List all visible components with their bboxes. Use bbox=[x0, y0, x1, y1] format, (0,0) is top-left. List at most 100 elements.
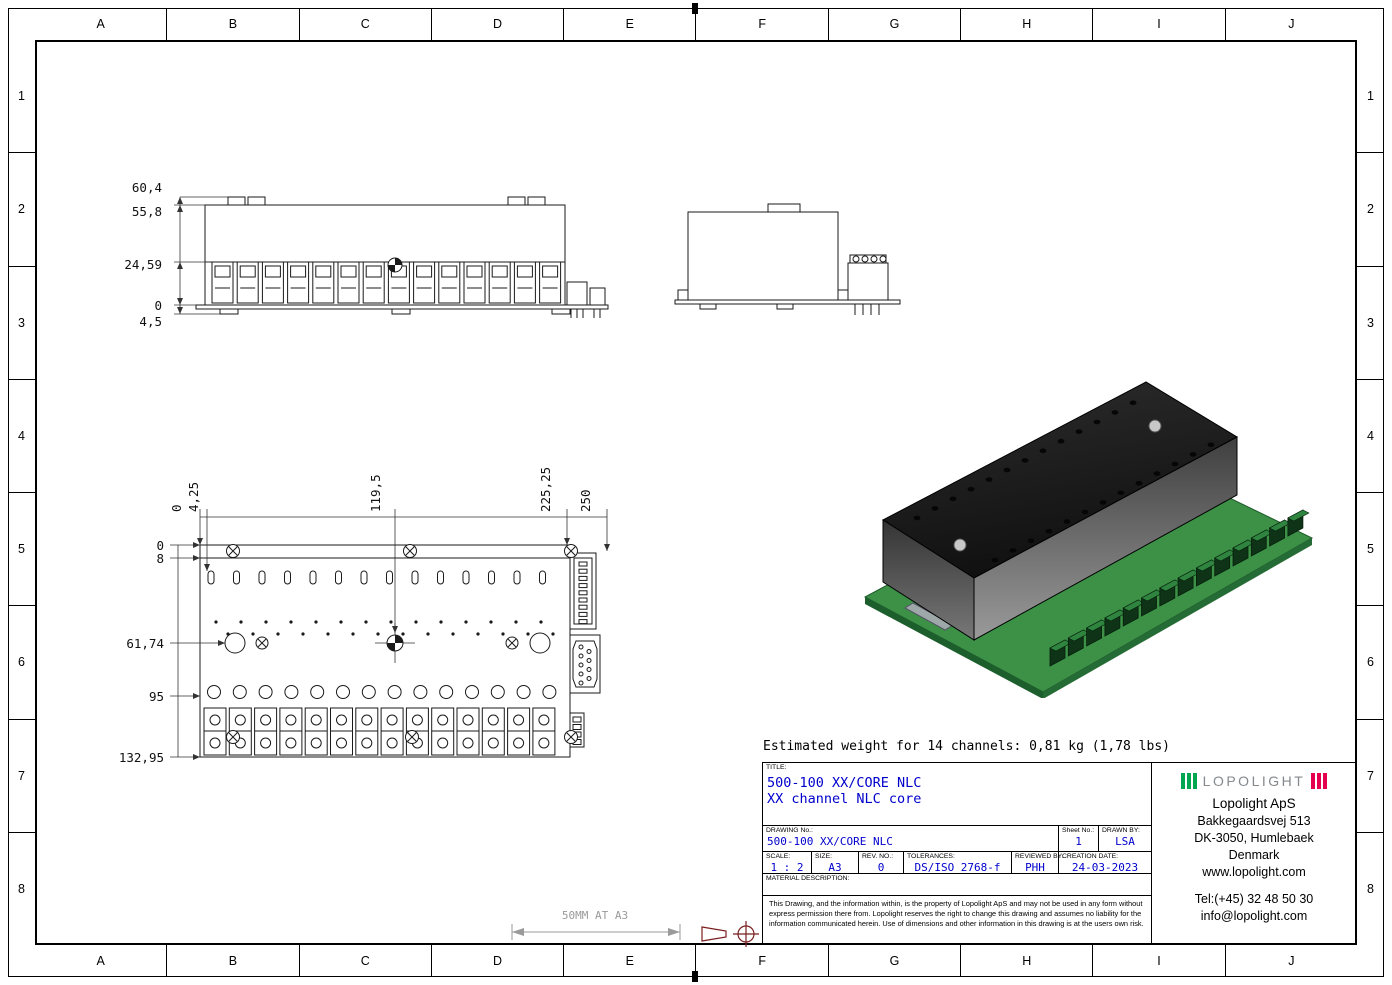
housing-vent-holes bbox=[913, 400, 1215, 563]
top-dimension-arrows bbox=[193, 538, 610, 760]
tolerances-label: TOLERANCES: bbox=[907, 853, 955, 860]
top-screws bbox=[226, 544, 578, 744]
top-dsub-pins bbox=[578, 644, 592, 686]
scale-reference-drawing bbox=[511, 921, 759, 947]
col-label-bottom-G: G bbox=[827, 945, 960, 977]
col-label-bottom-J: J bbox=[1224, 945, 1357, 977]
side-dim-label-3: 0 bbox=[154, 298, 162, 313]
company-panel: LOPOLIGHT Lopolight ApS Bakkegaardsvej 5… bbox=[1151, 763, 1356, 944]
size-label: SIZE: bbox=[815, 853, 832, 860]
top-left-dim-label-0: 0 bbox=[156, 538, 164, 553]
top-left-dim-label-1: 8 bbox=[156, 551, 164, 566]
side-dim-label-1: 55,8 bbox=[131, 204, 162, 219]
creation-date-cell: CREATION DATE: 24-03-2023 bbox=[1058, 852, 1151, 874]
row-label-right-5: 5 bbox=[1357, 492, 1384, 605]
col-label-top-F: F bbox=[695, 8, 827, 40]
col-label-top-B: B bbox=[166, 8, 298, 40]
scale-bar bbox=[511, 924, 681, 940]
top-dim-label-3: 225,25 bbox=[538, 466, 553, 512]
drawing-number-cell: DRAWING No.: 500-100 XX/CORE NLC bbox=[763, 826, 1058, 851]
rev-cell: REV. NO.: 0 bbox=[858, 852, 903, 874]
sheet-number-label: Sheet No.: bbox=[1062, 827, 1095, 834]
top-dim-label-0: 0 bbox=[169, 504, 184, 512]
top-dot-grid bbox=[214, 620, 555, 636]
col-label-top-E: E bbox=[563, 8, 695, 40]
side-terminal-blocks bbox=[211, 261, 562, 304]
col-label-bottom-A: A bbox=[96, 954, 105, 968]
company-email: info@lopolight.com bbox=[1200, 908, 1308, 923]
tolerances-cell: TOLERANCES: DS/ISO 2768-f bbox=[903, 852, 1011, 874]
rev-label: REV. NO.: bbox=[862, 853, 894, 860]
col-label-top-J: J bbox=[1224, 8, 1357, 40]
reviewed-by-label: REVIEWED BY: bbox=[1015, 853, 1064, 860]
drawn-by-label: DRAWN BY: bbox=[1102, 827, 1140, 834]
scale-bar-arrow-right bbox=[668, 928, 680, 936]
side-dim-label-0: 60,4 bbox=[131, 180, 162, 195]
col-label-bottom-H: H bbox=[960, 945, 1092, 977]
material-row: MATERIAL DESCRIPTION: bbox=[763, 873, 1151, 895]
col-label-top-I: I bbox=[1092, 8, 1224, 40]
centering-mark-top bbox=[692, 3, 698, 14]
scale-reference-text: 50MM AT A3 bbox=[561, 909, 629, 922]
side-view-drawing bbox=[174, 196, 609, 318]
drawn-by-value: LSA bbox=[1115, 835, 1135, 848]
tolerances-value: DS/ISO 2768-f bbox=[914, 861, 1001, 874]
side-dimension-lines bbox=[174, 196, 228, 315]
col-label-bottom-E: E bbox=[563, 945, 695, 977]
weight-note: Estimated weight for 14 channels: 0,81 k… bbox=[763, 739, 1170, 754]
drawing-number-label: DRAWING No.: bbox=[766, 827, 813, 834]
top-dim-label-2: 119,5 bbox=[368, 474, 383, 512]
top-left-dim-label-3: 95 bbox=[148, 689, 164, 704]
core-housing bbox=[882, 381, 1239, 641]
row-label-right-3: 3 bbox=[1357, 265, 1384, 379]
row-label-left-6: 6 bbox=[8, 605, 35, 718]
scale-bar-arrow-left bbox=[512, 928, 524, 936]
sheet-number-cell: Sheet No.: 1 bbox=[1058, 826, 1098, 851]
top-header-pins bbox=[578, 561, 588, 625]
top-large-hole-left bbox=[224, 632, 246, 654]
col-label-bottom-D: D bbox=[430, 945, 563, 977]
sheet-number-value: 1 bbox=[1075, 835, 1082, 848]
housing-screw-left bbox=[953, 538, 967, 552]
creation-date-label: CREATION DATE: bbox=[1062, 853, 1119, 860]
material-label: MATERIAL DESCRIPTION: bbox=[766, 875, 850, 882]
col-label-bottom-F: F bbox=[695, 945, 827, 977]
row-label-left-3: 3 bbox=[8, 265, 35, 379]
lopolight-logo: LOPOLIGHT bbox=[1180, 771, 1328, 795]
reviewed-by-value: PHH bbox=[1025, 861, 1045, 874]
drawn-by-cell: DRAWN BY: LSA bbox=[1098, 826, 1151, 851]
drawing-number-row: DRAWING No.: 500-100 XX/CORE NLC Sheet N… bbox=[763, 825, 1151, 851]
logo-text: LOPOLIGHT bbox=[1202, 773, 1306, 789]
company-country: Denmark bbox=[1228, 847, 1280, 862]
drawing-title-line2: XX channel NLC core bbox=[767, 791, 922, 808]
reviewed-by-cell: REVIEWED BY: PHH bbox=[1011, 852, 1064, 874]
row-label-left-8: 8 bbox=[8, 831, 35, 945]
title-label: TITLE: bbox=[766, 764, 787, 771]
size-cell: SIZE: A3 bbox=[811, 852, 858, 874]
company-city: DK-3050, Humlebaek bbox=[1194, 831, 1314, 846]
col-label-bottom-C: C bbox=[298, 945, 431, 977]
col-label-bottom-B: B bbox=[166, 945, 298, 977]
row-label-left-2: 2 bbox=[8, 152, 35, 265]
projection-angle-icon bbox=[701, 921, 759, 947]
side-dim-label-2: 24,59 bbox=[124, 257, 162, 272]
scale-label: SCALE: bbox=[766, 853, 791, 860]
housing-screw-right bbox=[1148, 419, 1162, 433]
col-label-top-H: H bbox=[960, 8, 1092, 40]
title-block: TITLE: 500-100 XX/CORE NLC XX channel NL… bbox=[762, 762, 1357, 945]
top-view-drawing bbox=[170, 509, 610, 760]
side-dim-label-4: 4,5 bbox=[139, 314, 162, 329]
col-label-bottom-I: I bbox=[1092, 945, 1224, 977]
row-label-left-7: 7 bbox=[8, 718, 35, 832]
row-label-left-4: 4 bbox=[8, 378, 35, 492]
company-website: www.lopolight.com bbox=[1202, 864, 1306, 879]
centering-mark-bottom bbox=[692, 971, 698, 982]
top-left-dim-label-4: 132,95 bbox=[118, 750, 164, 765]
side-dimension-arrows bbox=[177, 197, 183, 314]
row-label-left-1: 1 bbox=[18, 89, 25, 104]
row-label-right-8: 8 bbox=[1357, 831, 1384, 945]
row-label-right-2: 2 bbox=[1357, 152, 1384, 265]
row-label-left-5: 5 bbox=[8, 492, 35, 605]
